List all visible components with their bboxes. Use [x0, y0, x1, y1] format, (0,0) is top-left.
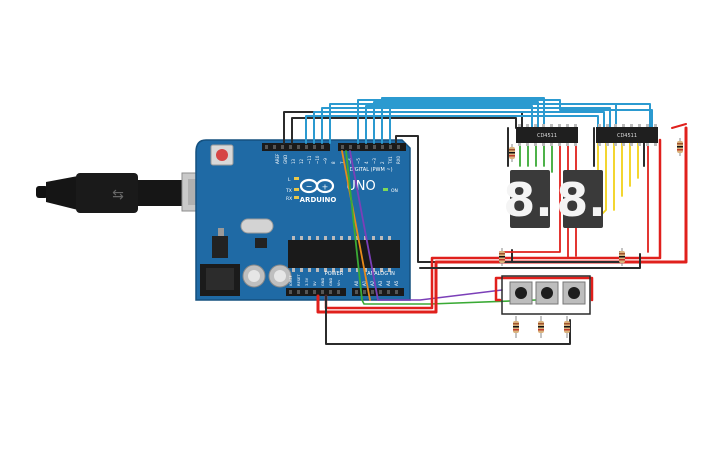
- resistor: [513, 316, 519, 338]
- display-digit: 8.: [503, 173, 552, 227]
- svg-text:~6: ~6: [348, 158, 353, 164]
- wire-blue: [365, 105, 533, 144]
- arduino-board[interactable]: − + ARDUINO UNO L TX RX ON: [195, 139, 411, 301]
- seven-segment-display-1[interactable]: 8.: [503, 170, 553, 228]
- wire-purple: [377, 289, 503, 301]
- small-chip: [255, 238, 267, 248]
- l-led-label: L: [288, 177, 291, 183]
- power-header[interactable]: [286, 288, 346, 296]
- digital-header[interactable]: [262, 143, 406, 151]
- wire-blue: [305, 115, 599, 144]
- svg-text:A0: A0: [354, 280, 359, 286]
- seven-segment-display-2[interactable]: 8.: [556, 170, 606, 228]
- decoder-chip-2[interactable]: CD4511: [596, 124, 658, 146]
- resistor: [677, 138, 683, 156]
- svg-text:A5: A5: [394, 280, 399, 286]
- svg-text:RESET: RESET: [297, 274, 301, 286]
- push-button[interactable]: [501, 275, 591, 315]
- svg-text:2: 2: [380, 161, 385, 164]
- resistor: [499, 248, 505, 266]
- reset-button[interactable]: [210, 144, 234, 166]
- regulator: [212, 236, 228, 258]
- svg-text:GND: GND: [321, 278, 325, 286]
- tx-led-label: TX: [285, 188, 292, 194]
- model-label: UNO: [346, 179, 375, 194]
- analog-header-label: ANALOG IN: [367, 271, 395, 277]
- svg-text:RX0: RX0: [396, 155, 401, 164]
- svg-text:+: +: [322, 183, 329, 192]
- svg-text:GND: GND: [283, 155, 288, 164]
- svg-text:~3: ~3: [372, 158, 377, 164]
- power-pin-labels: IOREF RESET 3.3V 5V GND GND Vin: [289, 274, 341, 286]
- digital-header-label: DIGITAL (PWM ~): [349, 167, 392, 173]
- wire-black: [291, 117, 517, 144]
- power-header-label: POWER: [325, 271, 344, 277]
- svg-text:IOREF: IOREF: [289, 275, 293, 286]
- svg-text:7: 7: [340, 161, 345, 164]
- mcu-chip: [288, 236, 400, 272]
- power-jack: [200, 264, 240, 296]
- svg-text:AREF: AREF: [275, 153, 280, 164]
- svg-text:A1: A1: [362, 280, 367, 286]
- svg-text:~11: ~11: [307, 155, 312, 164]
- wire-black: [325, 295, 571, 345]
- svg-text:A2: A2: [370, 280, 375, 286]
- svg-text:5V: 5V: [313, 281, 317, 286]
- wires[interactable]: [283, 97, 688, 345]
- wire-red: [494, 276, 594, 302]
- wire-green: [361, 299, 537, 305]
- resistor: [564, 316, 570, 338]
- wire-blue: [381, 97, 545, 144]
- wire-blue: [357, 99, 653, 144]
- svg-text:8: 8: [331, 161, 336, 164]
- wire-green: [345, 150, 363, 301]
- svg-text:13: 13: [291, 158, 296, 164]
- analog-pin-labels: A0 A1 A2 A3 A4 A5: [354, 280, 399, 286]
- svg-text:12: 12: [299, 158, 304, 164]
- decoder-label: CD4511: [617, 133, 637, 139]
- resistor: [538, 316, 544, 338]
- svg-text:~9: ~9: [323, 158, 328, 164]
- resistor: [509, 144, 515, 162]
- wire-black: [395, 135, 501, 263]
- on-led-label: ON: [391, 188, 398, 194]
- wire-blue: [373, 101, 539, 144]
- arduino-logo: − +: [299, 178, 335, 194]
- wire-red: [499, 139, 561, 253]
- analog-header[interactable]: [352, 288, 404, 296]
- resistors[interactable]: [499, 138, 683, 338]
- svg-text:~10: ~10: [315, 155, 320, 164]
- svg-text:~5: ~5: [356, 158, 361, 164]
- svg-text:3.3V: 3.3V: [305, 277, 309, 286]
- svg-text:TX1: TX1: [388, 156, 393, 165]
- svg-text:−: −: [306, 182, 313, 191]
- svg-text:Vin: Vin: [337, 280, 341, 286]
- wire-red: [671, 123, 687, 129]
- wire-orange: [341, 150, 371, 301]
- svg-text:A4: A4: [386, 280, 391, 286]
- wire-black: [419, 253, 641, 269]
- digital-pin-labels: AREF GND 13 12 ~11 ~10 ~9 8 7 ~6 ~5 4 ~3…: [275, 153, 401, 165]
- rx-led-label: RX: [286, 196, 292, 202]
- push-button[interactable]: [562, 281, 586, 305]
- decoder-chip-1[interactable]: CD4511: [516, 124, 578, 146]
- wire-blue: [313, 111, 605, 144]
- wire-blue: [389, 103, 651, 144]
- crystal: [240, 218, 274, 234]
- capacitors: [242, 264, 292, 288]
- wire-blue: [321, 107, 611, 144]
- resistor: [619, 248, 625, 266]
- push-button[interactable]: [535, 281, 559, 305]
- decoder-label: CD4511: [537, 133, 557, 139]
- usb-icon: ⇆: [112, 187, 124, 203]
- wire-red: [316, 126, 688, 314]
- svg-text:A3: A3: [378, 280, 383, 286]
- wire-purple: [349, 150, 379, 301]
- brand-label: ARDUINO: [300, 196, 337, 204]
- display-digit: 8.: [556, 173, 605, 227]
- push-buttons[interactable]: [501, 275, 591, 315]
- svg-text:4: 4: [364, 161, 369, 164]
- svg-text:GND: GND: [329, 278, 333, 286]
